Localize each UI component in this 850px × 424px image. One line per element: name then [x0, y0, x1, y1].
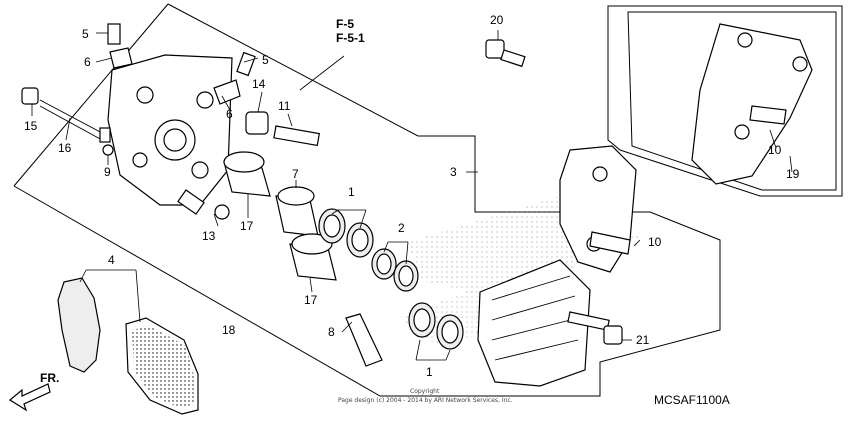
callout-11: 11 — [278, 99, 291, 113]
callout-6-right: 6 — [226, 107, 233, 121]
bracket-bolt — [485, 39, 526, 68]
front-label: FR. — [40, 371, 59, 385]
callout-21: 21 — [636, 333, 650, 347]
callout-4: 4 — [108, 253, 115, 267]
diagram-code: MCSAF1100A — [654, 393, 730, 407]
pad-spring — [589, 231, 631, 255]
callout-20: 20 — [490, 13, 504, 27]
piston-7 — [275, 186, 319, 237]
callout-14: 14 — [252, 77, 266, 91]
front-arrow-icon — [8, 383, 51, 412]
caliper-kit-outline — [13, 3, 721, 397]
piston-17-upper — [223, 151, 271, 197]
ref-f5[interactable]: F-5 — [336, 17, 354, 31]
callout-7: 7 — [292, 167, 299, 181]
bleeder-valve-right — [213, 51, 256, 105]
caliper-body-outer — [477, 259, 591, 387]
callout-18: 18 — [222, 323, 236, 337]
copyright-heading: Copyright — [410, 388, 440, 395]
callout-2: 2 — [398, 221, 405, 235]
callout-9: 9 — [104, 165, 111, 179]
callout-16: 16 — [58, 141, 72, 155]
washer — [102, 144, 114, 156]
callout-13: 13 — [202, 229, 216, 243]
callout-5-upper: 5 — [82, 27, 89, 41]
callout-6-upper: 6 — [84, 55, 91, 69]
mounting-bolt — [567, 311, 623, 345]
callout-8: 8 — [328, 325, 335, 339]
callout-15: 15 — [24, 119, 38, 133]
ref-f5-1[interactable]: F-5-1 — [336, 31, 365, 45]
piston-seals — [318, 208, 464, 350]
callout-5-right: 5 — [262, 53, 269, 67]
pad-retainer-spring — [345, 313, 383, 367]
callout-3: 3 — [450, 165, 457, 179]
leader-lines — [31, 30, 793, 361]
bracket-inset-box — [607, 5, 843, 197]
inset-bracket — [691, 23, 813, 185]
callout-1-lower: 1 — [426, 365, 433, 379]
copyright-text: Page design (c) 2004 - 2014 by ARI Netwo… — [338, 397, 513, 404]
pad-pin-bolt — [245, 111, 321, 147]
brake-pads — [57, 277, 199, 415]
callout-17-upper: 17 — [240, 219, 254, 233]
caliper-pin — [21, 87, 111, 143]
callout-10-inset: 10 — [768, 143, 782, 157]
piston-17-lower — [289, 233, 337, 281]
callout-10-main: 10 — [648, 235, 662, 249]
bleeder-valve-upper — [107, 23, 133, 69]
callout-19: 19 — [786, 167, 800, 181]
caliper-body — [107, 54, 233, 206]
callout-17-lower: 17 — [304, 293, 318, 307]
bleeder-13 — [177, 189, 230, 220]
callout-1-upper: 1 — [348, 185, 355, 199]
